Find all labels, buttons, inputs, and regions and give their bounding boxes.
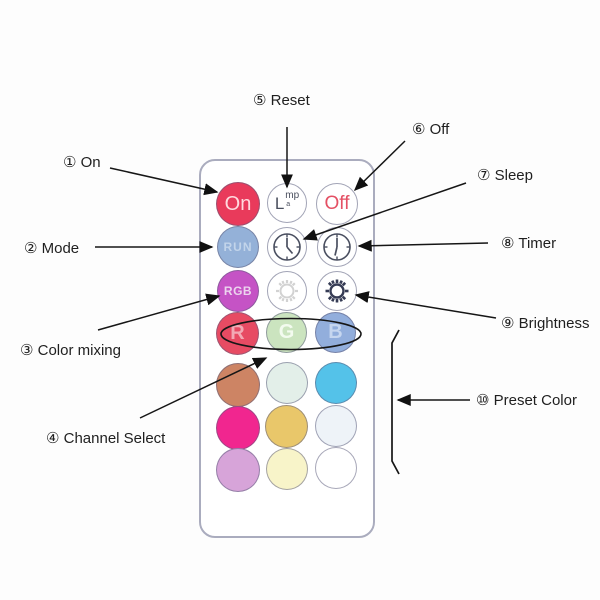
preset-color-button[interactable] [315, 447, 357, 489]
label-color-mixing: ③ Color mixing [20, 342, 121, 359]
channel-r-label: R [230, 322, 245, 344]
label-brightness: ⑨ Brightness [501, 315, 590, 332]
label-channel-select: ④ Channel Select [46, 430, 166, 447]
clock-icon [267, 227, 307, 267]
label-on: ① On [63, 154, 101, 171]
sun-icon [317, 271, 357, 311]
rgb-button-label: RGB [223, 284, 253, 298]
arrow-timer [357, 239, 489, 252]
label-reset: ⑤ Reset [253, 92, 310, 109]
lamp-letter: L [274, 193, 285, 213]
lamp-sup: mp [285, 189, 300, 201]
preset-color-button[interactable] [216, 448, 260, 492]
sleep-button[interactable] [267, 227, 307, 267]
preset-color-button[interactable] [265, 405, 308, 448]
preset-color-button[interactable] [315, 362, 357, 404]
preset-color-button[interactable] [266, 362, 308, 404]
brightness-down-button[interactable] [267, 271, 307, 311]
lamp-sub: a [286, 200, 291, 208]
preset-color-button[interactable] [315, 405, 357, 447]
channel-g-button[interactable]: G [266, 312, 307, 353]
off-button-label: Off [324, 193, 350, 214]
lamp-button[interactable]: L mp a [267, 183, 307, 223]
channel-b-button[interactable]: B [315, 312, 356, 353]
on-button-label: On [224, 192, 252, 215]
channel-r-button[interactable]: R [216, 312, 259, 355]
timer-button[interactable] [317, 227, 357, 267]
lamp-button-label: L mp a [274, 190, 299, 213]
label-timer: ⑧ Timer [501, 235, 557, 252]
preset-color-button[interactable] [266, 448, 308, 490]
label-mode: ② Mode [24, 240, 80, 257]
off-button[interactable]: Off [316, 183, 358, 225]
preset-color-bracket [391, 329, 400, 475]
preset-color-button[interactable] [216, 406, 260, 450]
run-mode-button[interactable]: RUN [217, 226, 259, 268]
sun-icon [267, 271, 307, 311]
arrow-brightness [354, 291, 497, 319]
on-button[interactable]: On [216, 182, 260, 226]
label-off: ⑥ Off [412, 121, 450, 138]
label-preset-color: ⑩ Preset Color [476, 392, 577, 409]
label-sleep: ⑦ Sleep [477, 167, 533, 184]
rgb-mode-button[interactable]: RGB [217, 270, 259, 312]
run-button-label: RUN [223, 240, 253, 254]
channel-b-label: B [328, 321, 343, 343]
clock-icon [317, 227, 357, 267]
brightness-up-button[interactable] [317, 271, 357, 311]
preset-color-button[interactable] [216, 363, 260, 407]
channel-g-label: G [278, 321, 295, 343]
lamp-letter-stack: mp a [285, 189, 300, 208]
